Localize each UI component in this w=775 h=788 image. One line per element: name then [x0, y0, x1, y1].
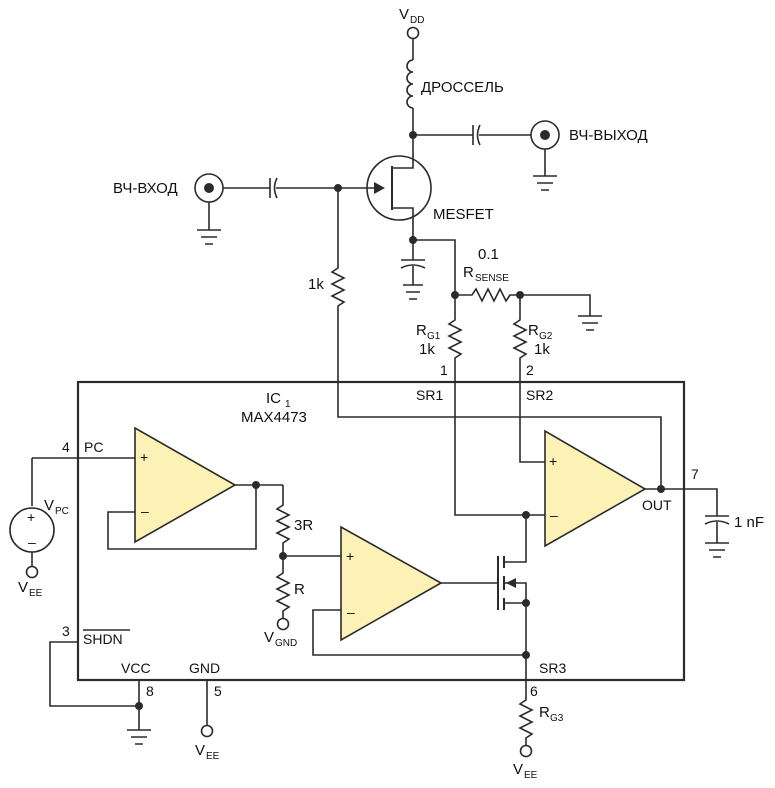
svg-text:EE: EE: [524, 770, 538, 781]
vcc-junction: [135, 702, 143, 710]
rg3-resistor: [518, 655, 534, 745]
vdd-terminal: [406, 26, 420, 40]
vee-terminal-rg3: [519, 744, 533, 758]
rg2-label-sub: G2: [539, 331, 553, 342]
svg-text:+: +: [27, 509, 35, 525]
inductor-label: ДРОССЕЛЬ: [421, 79, 504, 96]
svg-text:+: +: [346, 548, 354, 564]
rsense-label-sub: SENSE: [475, 273, 509, 284]
vdd-label: V: [399, 6, 409, 23]
vee-terminal-left: [25, 565, 39, 579]
r3r-label: 3R: [294, 517, 313, 534]
pin-5: 5: [214, 683, 222, 699]
rf-out-label: ВЧ-ВЫХОД: [569, 127, 648, 144]
vcc-label: VCC: [121, 660, 151, 676]
ic-part-number: MAX4473: [241, 409, 307, 426]
vdd-label-sub: DD: [410, 15, 424, 26]
ic-package: [76, 380, 686, 682]
rg2-value: 1k: [534, 341, 550, 358]
sr3-label: SR3: [539, 660, 566, 676]
shdn-wire: [49, 641, 139, 707]
gate-arrow: [374, 182, 385, 194]
vee-label-left: V: [18, 579, 28, 596]
rg2-label: R: [528, 322, 539, 339]
pin-1: 1: [440, 362, 448, 378]
svg-text:+: +: [549, 453, 557, 469]
r-label: R: [294, 581, 305, 598]
vdd-supply: V DD: [399, 6, 424, 40]
bias-resistor-label: 1k: [308, 276, 324, 293]
op-amp-2-feedback: [312, 609, 526, 656]
output-cap-label: 1 nF: [734, 514, 764, 531]
op-amp-3: [544, 429, 647, 548]
pin-3: 3: [62, 623, 70, 639]
pin-8: 8: [146, 683, 154, 699]
op-amp-2: [340, 525, 443, 642]
pin-6: 6: [530, 683, 538, 699]
out-label: OUT: [642, 497, 672, 513]
divider-resistors: [275, 485, 291, 618]
ic-label: IC: [266, 390, 281, 407]
rf-in-cap: [269, 177, 278, 199]
svg-text:+: +: [140, 449, 148, 465]
vgnd-terminal: [276, 617, 290, 631]
rg1-value: 1k: [419, 341, 435, 358]
vee-terminal-gnd: [200, 724, 214, 738]
vgnd-label-sub: GND: [275, 638, 297, 649]
rf-out-cap: [472, 124, 481, 146]
vgnd-label: V: [264, 629, 274, 646]
sr1-label: SR1: [416, 387, 443, 403]
shdn-label: SHDN: [83, 631, 123, 647]
mesfet-transistor: [338, 155, 432, 240]
svg-text:–: –: [28, 534, 36, 550]
vee-label-gnd: V: [195, 742, 205, 759]
ic-label-sub: 1: [285, 399, 291, 410]
rf-in-label: ВЧ-ВХОД: [113, 180, 178, 197]
vpc-label-sub: PC: [55, 506, 69, 517]
vpc-label: V: [44, 497, 54, 514]
gate-bias-resistor: [330, 188, 662, 489]
rsense-ground: [520, 294, 602, 331]
pin-4: 4: [62, 439, 70, 455]
source-bypass-cap: [400, 240, 426, 300]
pin-2: 2: [526, 362, 534, 378]
internal-mosfet: [497, 515, 527, 610]
mesfet-label: MESFET: [433, 206, 494, 223]
op-amp-1: [134, 426, 237, 544]
pin-7: 7: [691, 466, 699, 482]
gnd-label: GND: [189, 660, 220, 676]
rsense-label: R: [463, 264, 474, 281]
rg1-label: R: [416, 322, 427, 339]
rg2-resistor: [512, 295, 545, 463]
out-junction: [657, 485, 665, 493]
svg-text:EE: EE: [29, 588, 43, 599]
rf-in-ground: [197, 202, 221, 245]
rg3-label: R: [539, 704, 550, 721]
rg3-label-sub: G3: [550, 713, 564, 724]
inductor-symbol: [406, 59, 414, 109]
rg1-label-sub: G1: [427, 331, 441, 342]
sr2-label: SR2: [526, 387, 553, 403]
output-cap: [704, 515, 730, 558]
svg-text:–: –: [141, 503, 149, 519]
vee-label-rg3: V: [513, 761, 523, 778]
rsense-resistor: [455, 287, 520, 303]
svg-text:–: –: [347, 604, 355, 620]
rsense-value: 0.1: [478, 246, 499, 263]
rg1-resistor: [447, 295, 526, 516]
rf-out-ground: [533, 149, 557, 191]
svg-text:–: –: [550, 507, 558, 523]
op-amp-1-feedback: [107, 485, 257, 550]
pc-label: PC: [84, 439, 103, 455]
svg-text:EE: EE: [206, 751, 220, 762]
